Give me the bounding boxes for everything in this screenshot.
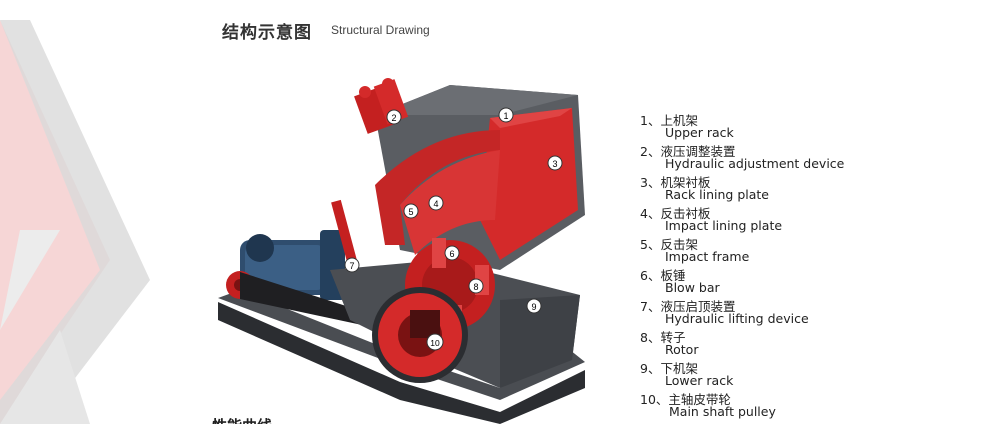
callout-2: 2 bbox=[386, 109, 402, 125]
legend-label-zh: 3、机架衬板 bbox=[640, 175, 711, 190]
callout-3: 3 bbox=[547, 155, 563, 171]
svg-text:4: 4 bbox=[433, 199, 438, 209]
legend-label-en: Hydraulic lifting device bbox=[665, 311, 809, 326]
svg-text:6: 6 bbox=[449, 249, 454, 259]
svg-text:1: 1 bbox=[503, 111, 508, 121]
legend-label-zh: 5、反击架 bbox=[640, 237, 698, 252]
legend-label-en: Lower rack bbox=[665, 373, 734, 388]
callout-6: 6 bbox=[444, 245, 460, 261]
legend-label-en: Upper rack bbox=[665, 125, 734, 140]
callout-9: 9 bbox=[526, 298, 542, 314]
legend-item-5: 5、反击架 Impact frame bbox=[640, 234, 880, 265]
svg-text:8: 8 bbox=[473, 282, 478, 292]
callout-1: 1 bbox=[498, 107, 514, 123]
upper-rack-top bbox=[375, 85, 578, 115]
rack-lining-plate bbox=[480, 108, 578, 260]
legend-item-9: 9、下机架 Lower rack bbox=[640, 358, 880, 389]
legend-item-3: 3、机架衬板 Rack lining plate bbox=[640, 172, 880, 203]
main-shaft-pulley bbox=[372, 287, 468, 383]
legend-item-7: 7、液压启顶装置 Hydraulic lifting device bbox=[640, 296, 880, 327]
impact-lining-plate bbox=[375, 130, 500, 245]
legend-item-8: 8、转子 Rotor bbox=[640, 327, 880, 358]
svg-text:10: 10 bbox=[430, 338, 440, 348]
callout-5: 5 bbox=[403, 203, 419, 219]
hydraulic-lifting-device bbox=[331, 199, 359, 271]
legend-label-en: Impact lining plate bbox=[665, 218, 783, 233]
legend-label-zh: 9、下机架 bbox=[640, 361, 698, 376]
next-section-heading: 性能曲线 bbox=[212, 415, 272, 424]
svg-text:7: 7 bbox=[349, 261, 354, 271]
legend-label-en: Blow bar bbox=[665, 280, 720, 295]
legend-label-zh: 6、板锤 bbox=[640, 268, 686, 283]
legend-label-en: Hydraulic adjustment device bbox=[665, 156, 845, 171]
svg-text:3: 3 bbox=[552, 159, 557, 169]
legend-label-en: Rack lining plate bbox=[665, 187, 769, 202]
legend-item-10: 10、主轴皮带轮 Main shaft pulley bbox=[640, 389, 880, 420]
legend-label-zh: 1、上机架 bbox=[640, 113, 698, 128]
decorative-background bbox=[0, 20, 150, 424]
svg-text:5: 5 bbox=[408, 207, 413, 217]
legend-item-2: 2、液压调整装置 Hydraulic adjustment device bbox=[640, 141, 880, 172]
svg-text:2: 2 bbox=[391, 113, 396, 123]
page-title-en: Structural Drawing bbox=[331, 23, 430, 37]
hydraulic-adjustment-device bbox=[354, 78, 409, 134]
legend-label-zh: 2、液压调整装置 bbox=[640, 144, 736, 159]
base-frame bbox=[218, 302, 585, 424]
parts-legend: 1、上机架 Upper rack 2、液压调整装置 Hydraulic adju… bbox=[640, 110, 880, 420]
legend-label-en: Rotor bbox=[665, 342, 699, 357]
legend-label-zh: 4、反击衬板 bbox=[640, 206, 711, 221]
legend-label-en: Main shaft pulley bbox=[669, 404, 776, 419]
legend-label-zh: 10、主轴皮带轮 bbox=[640, 392, 731, 407]
legend-item-4: 4、反击衬板 Impact lining plate bbox=[640, 203, 880, 234]
callout-10: 10 bbox=[426, 333, 444, 351]
callout-7: 7 bbox=[344, 257, 360, 273]
callout-8: 8 bbox=[468, 278, 484, 294]
page-title-zh: 结构示意图 bbox=[222, 23, 312, 43]
legend-label-zh: 8、转子 bbox=[640, 330, 686, 345]
legend-item-1: 1、上机架 Upper rack bbox=[640, 110, 880, 141]
crusher-illustration: 1 2 3 4 5 6 7 8 bbox=[218, 78, 585, 424]
legend-label-zh: 7、液压启顶装置 bbox=[640, 299, 736, 314]
callout-4: 4 bbox=[428, 195, 444, 211]
legend-item-6: 6、板锤 Blow bar bbox=[640, 265, 880, 296]
svg-text:9: 9 bbox=[531, 302, 536, 312]
legend-label-en: Impact frame bbox=[665, 249, 750, 264]
